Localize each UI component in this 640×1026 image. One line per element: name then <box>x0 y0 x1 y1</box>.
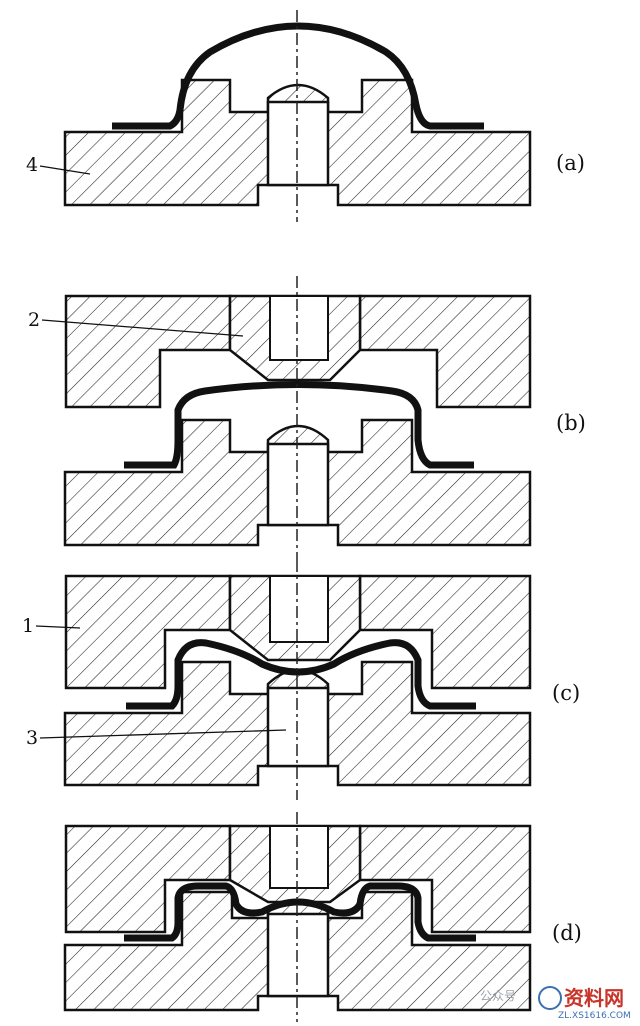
stage-a-label: (a) <box>556 151 585 175</box>
part-2-leader <box>41 319 244 337</box>
part-1-number: 1 <box>22 615 34 637</box>
stage-b: (b) 2 <box>28 276 586 560</box>
stage-d-ejector-pin <box>266 912 330 998</box>
stage-d-punch-bore <box>269 825 329 889</box>
watermark: 公众号 资料网 ZL.XS1616.COM <box>480 986 631 1021</box>
stage-b-punch-bore <box>269 295 329 361</box>
stage-a-ejector-pin <box>266 100 330 187</box>
part-4-number: 4 <box>26 154 38 176</box>
stage-b-sheet <box>124 381 474 469</box>
part-3-number: 3 <box>26 727 38 749</box>
watermark-url: ZL.XS1616.COM <box>558 1011 631 1021</box>
stage-b-ejector-pin <box>266 442 330 527</box>
stage-d-label: (d) <box>552 921 582 945</box>
stage-d-sheet <box>124 882 476 942</box>
stage-a-sheet-blank <box>112 22 484 130</box>
stage-c-label: (c) <box>552 681 580 705</box>
part-3-leader <box>39 729 287 739</box>
part-1-leader <box>35 625 81 629</box>
stage-b-label: (b) <box>556 411 586 435</box>
part-4-leader <box>39 165 91 175</box>
stage-d: (d) <box>63 812 582 1022</box>
stage-a: (a) 4 <box>26 10 585 222</box>
stage-c-punch-bore <box>269 575 329 643</box>
stage-c: (c) 1 3 <box>22 560 580 800</box>
watermark-text: 资料网 <box>564 986 624 1010</box>
stage-c-sheet <box>126 639 476 710</box>
watermark-logo-icon <box>538 986 562 1010</box>
part-2-number: 2 <box>28 309 40 331</box>
stage-c-ejector-pin <box>266 686 330 768</box>
watermark-caption: 公众号 <box>480 989 516 1003</box>
